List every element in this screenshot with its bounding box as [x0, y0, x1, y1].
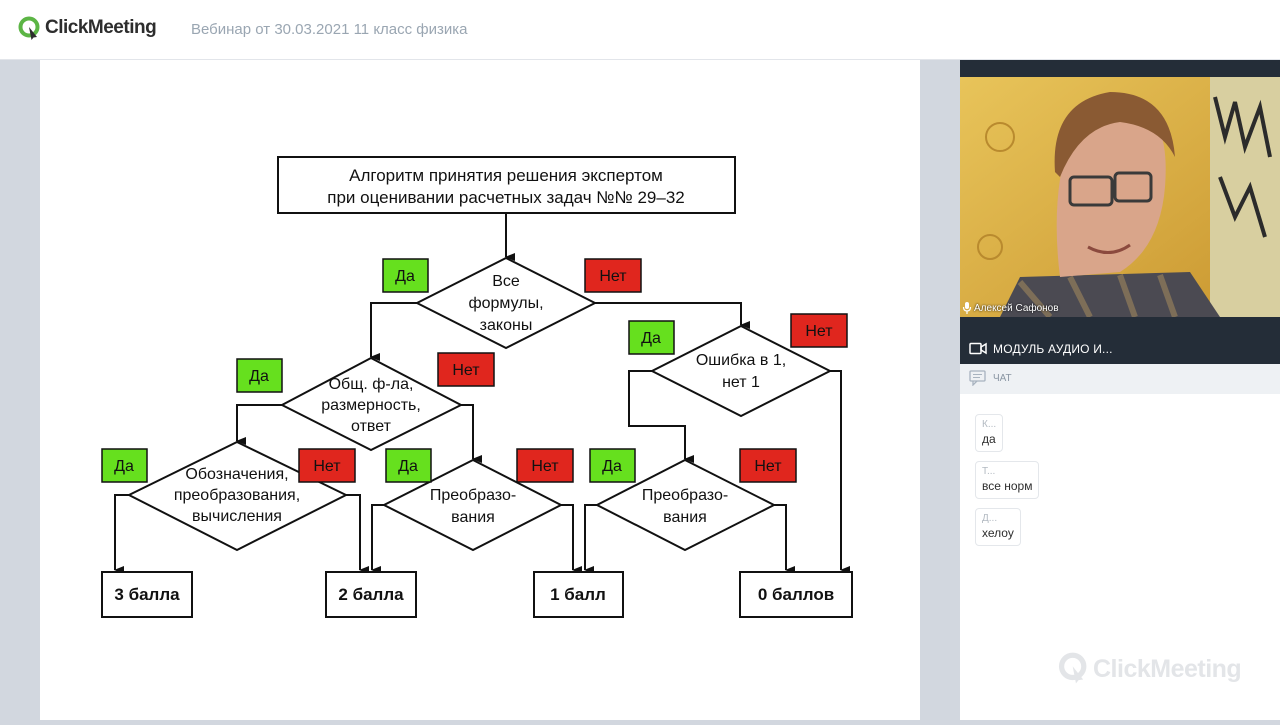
d5-line: вания	[451, 509, 495, 526]
d6-line: вания	[663, 509, 707, 526]
logo-text: ClickMeeting	[45, 17, 157, 38]
microphone-icon	[962, 302, 972, 314]
connector	[774, 504, 795, 574]
result-1-point	[533, 571, 624, 618]
chat-tab[interactable]	[960, 364, 1280, 394]
d5-line: Преобразо-	[430, 487, 516, 504]
connector	[461, 404, 482, 463]
connector	[236, 404, 282, 445]
no-label: Нет	[805, 323, 833, 340]
chat-message-text: да	[982, 432, 996, 446]
result-label: 3 балла	[114, 585, 180, 604]
result-label: 0 баллов	[758, 585, 834, 604]
no-label: Нет	[313, 458, 341, 475]
connector	[595, 302, 750, 329]
connector	[584, 504, 597, 574]
yes-label-box	[236, 358, 283, 393]
no-label-box	[584, 258, 642, 293]
chat-message: Т... все норм	[975, 461, 1040, 499]
module-audio-label[interactable]: МОДУЛЬ АУДИО И...	[993, 342, 1113, 356]
chat-message-author: Д...	[982, 513, 998, 524]
no-label-box	[516, 448, 574, 483]
decision-general-formula	[279, 356, 464, 452]
top-header: ClickMeeting Вебинар от 30.03.2021 11 кл…	[0, 0, 1280, 60]
yes-label: Да	[249, 368, 269, 385]
no-label-box	[298, 448, 356, 483]
chat-message-author: Т...	[982, 466, 996, 477]
watermark-logo-icon	[1058, 652, 1087, 684]
chat-message: К... да	[975, 414, 1004, 452]
yes-label: Да	[395, 268, 415, 285]
d3-line: Ошибка в 1,	[696, 352, 786, 369]
d4-line: Обозначения,	[185, 466, 288, 483]
d1-line: формулы,	[468, 295, 543, 312]
result-2-points	[325, 571, 417, 618]
yes-label: Да	[398, 458, 418, 475]
d4-line: преобразования,	[174, 487, 300, 504]
connector	[346, 494, 369, 574]
decision-all-formulas	[414, 256, 598, 350]
connector	[561, 504, 582, 574]
chat-message-text: хелоу	[982, 526, 1014, 540]
clickmeeting-logo-icon	[18, 16, 40, 40]
connector	[371, 504, 384, 574]
flowchart-title-box	[277, 156, 736, 214]
decision-one-error	[649, 324, 833, 418]
yes-label-box	[382, 258, 429, 293]
d2-line: размерность,	[321, 397, 421, 414]
connector	[628, 370, 694, 463]
d1-line: Все	[492, 273, 520, 290]
yes-label-box	[589, 448, 636, 483]
d2-line: ответ	[351, 418, 392, 435]
d2-line: Общ. ф-ла,	[329, 376, 414, 393]
flowchart: Алгоритм принятия решения экспертом при …	[101, 156, 853, 618]
d6-line: Преобразо-	[642, 487, 728, 504]
no-label-box	[437, 352, 495, 387]
chat-message-author: К...	[982, 419, 997, 430]
result-label: 2 балла	[338, 585, 404, 604]
watermark-text: ClickMeeting	[1093, 654, 1242, 683]
no-label: Нет	[754, 458, 782, 475]
yes-label: Да	[641, 330, 661, 347]
yes-label-box	[101, 448, 148, 483]
video-camera-icon	[969, 342, 987, 355]
d3-line: нет 1	[722, 374, 760, 391]
clickmeeting-watermark: ClickMeeting	[1058, 652, 1242, 686]
result-3-points	[101, 571, 193, 618]
flowchart-title-line2: при оценивании расчетных задач №№ 29–32	[327, 188, 685, 207]
chat-tab-label[interactable]: ЧАТ	[993, 373, 1012, 384]
module-bar[interactable]	[960, 317, 1280, 364]
connector	[114, 494, 129, 574]
no-label-box	[790, 313, 848, 348]
participant-name: Алексей Сафонов	[974, 302, 1059, 314]
yes-label-box	[385, 448, 432, 483]
connector	[830, 370, 850, 574]
yes-label: Да	[602, 458, 622, 475]
clickmeeting-logo[interactable]: ClickMeeting	[18, 16, 157, 40]
video-top-bar	[960, 60, 1280, 77]
yes-label-box	[628, 320, 675, 355]
result-label: 1 балл	[550, 585, 606, 604]
result-0-points	[739, 571, 853, 618]
connector	[370, 302, 417, 361]
decision-transform-2	[594, 458, 777, 552]
presentation-slide: Алгоритм принятия решения экспертом при …	[40, 60, 920, 720]
no-label: Нет	[599, 268, 627, 285]
d4-line: вычисления	[192, 508, 282, 525]
d1-line: законы	[480, 317, 533, 334]
presenter-video-frame	[960, 77, 1280, 317]
no-label-box	[739, 448, 797, 483]
flowchart-title-line1: Алгоритм принятия решения экспертом	[349, 166, 663, 185]
yes-label: Да	[114, 458, 134, 475]
chat-icon	[969, 370, 986, 386]
chat-message: Д... хелоу	[975, 508, 1021, 546]
chat-message-text: все норм	[982, 479, 1033, 493]
no-label: Нет	[531, 458, 559, 475]
webinar-title: Вебинар от 30.03.2021 11 класс физика	[191, 21, 468, 38]
no-label: Нет	[452, 362, 480, 379]
participant-label: Алексей Сафонов	[962, 302, 1059, 314]
presenter-video[interactable]	[960, 77, 1280, 317]
